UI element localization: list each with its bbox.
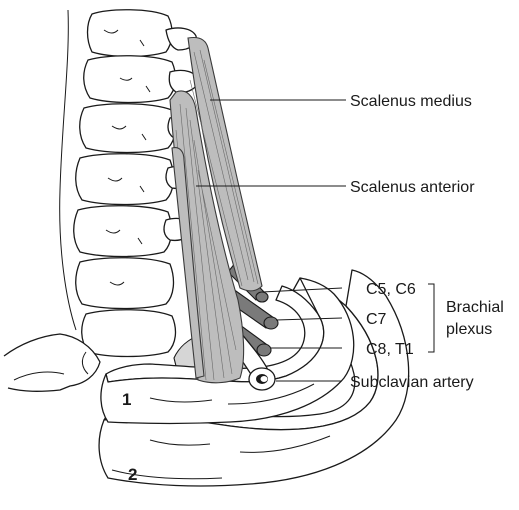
- label-scalenus-medius: Scalenus medius: [350, 93, 472, 110]
- label-c7: C7: [366, 311, 387, 328]
- label-brachial: Brachial: [446, 299, 504, 316]
- vertebra-t1: [82, 310, 176, 357]
- label-plexus: plexus: [446, 321, 492, 338]
- label-c5-c6: C5, C6: [366, 281, 416, 298]
- vertebra-c5: [76, 154, 174, 205]
- brachial-plexus-bracket: [428, 284, 434, 352]
- vertebra-c4: [80, 104, 176, 153]
- label-subclavian-artery: Subclavian artery: [350, 374, 474, 391]
- vertebra-c6: [74, 206, 172, 257]
- label-c8-t1: C8, T1: [366, 341, 414, 358]
- vertebra-c7: [76, 258, 174, 309]
- label-scalenus-anterior: Scalenus anterior: [350, 179, 475, 196]
- label-rib-1: 1: [122, 390, 131, 409]
- label-rib-2: 2: [128, 465, 137, 484]
- vertebra-c2: [88, 10, 173, 57]
